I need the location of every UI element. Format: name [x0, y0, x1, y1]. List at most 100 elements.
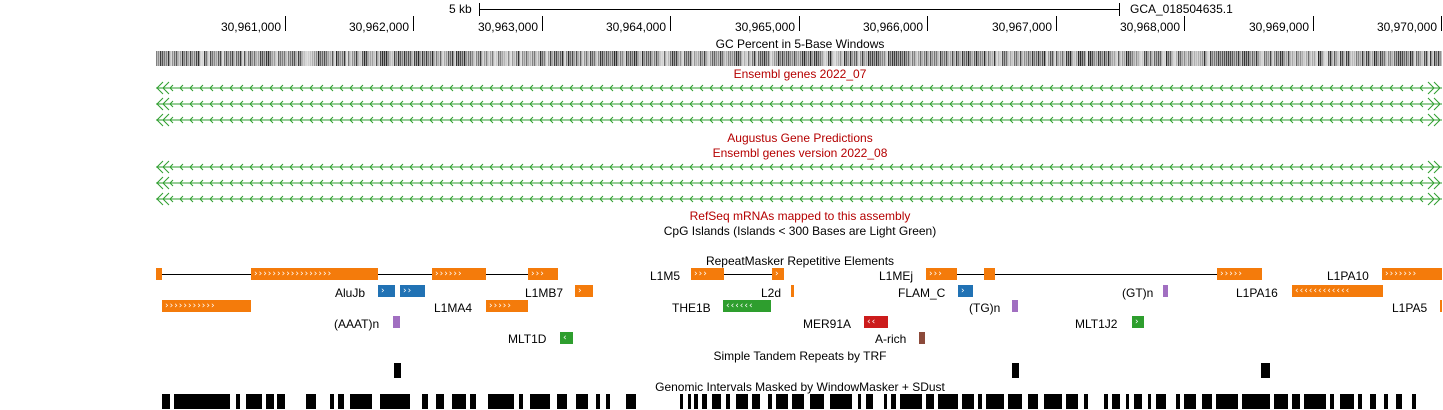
repeat-l1[interactable]: ››››››››››››››››› — [251, 268, 378, 280]
masked-interval[interactable] — [519, 394, 523, 409]
repeat-l1-fragment[interactable] — [156, 268, 162, 280]
masked-interval[interactable] — [1340, 394, 1354, 409]
label-gt-n[interactable]: (GT)n — [1122, 286, 1154, 300]
masked-interval[interactable] — [306, 394, 316, 409]
repeat-tg-n[interactable] — [1012, 300, 1018, 312]
repeat-l1m5[interactable]: ››› — [691, 268, 724, 280]
repeat-l1pa10[interactable]: ››››››› — [1382, 268, 1442, 280]
repeat-l1[interactable]: ››››››››››› — [162, 300, 251, 312]
masked-interval[interactable] — [694, 394, 698, 409]
repeat-l1mej[interactable]: ››› — [926, 268, 957, 280]
masked-interval[interactable] — [1184, 394, 1196, 409]
masked-interval[interactable] — [277, 394, 285, 409]
masked-interval[interactable] — [162, 394, 170, 409]
masked-interval[interactable] — [810, 394, 824, 409]
label-l2d[interactable]: L2d — [761, 286, 782, 300]
masked-interval[interactable] — [900, 394, 922, 409]
repeat-l1mej[interactable] — [984, 268, 995, 280]
masked-interval[interactable] — [891, 394, 896, 409]
label-alujb[interactable]: AluJb — [335, 286, 366, 300]
masked-interval[interactable] — [792, 394, 804, 409]
masked-interval[interactable] — [1370, 394, 1376, 409]
masked-interval[interactable] — [1104, 394, 1108, 409]
masked-interval[interactable] — [680, 394, 683, 409]
repeat-aaat-n[interactable] — [393, 316, 400, 328]
masked-interval[interactable] — [752, 394, 760, 409]
masked-interval[interactable] — [246, 394, 262, 409]
masked-interval[interactable] — [606, 394, 610, 409]
masked-interval[interactable] — [1156, 394, 1166, 409]
repeatmasker-title[interactable]: RepeatMasker Repetitive Elements — [705, 254, 895, 268]
tandem-repeat[interactable] — [1261, 363, 1270, 378]
repeat-l1[interactable]: ›››››› — [432, 268, 486, 280]
label-l1pa10[interactable]: L1PA10 — [1327, 269, 1369, 283]
label-mer91a[interactable]: MER91A — [803, 317, 852, 331]
masked-interval[interactable] — [926, 394, 934, 409]
masked-interval[interactable] — [1396, 394, 1402, 409]
masked-interval[interactable] — [436, 394, 444, 409]
masked-interval[interactable] — [768, 394, 772, 409]
repeat-l2d[interactable] — [791, 285, 794, 297]
masked-interval[interactable] — [962, 394, 974, 409]
repeat-mlt1j2[interactable]: › — [1132, 316, 1144, 328]
repeat-l1pa16[interactable]: ‹‹‹‹‹‹‹‹‹‹‹‹ — [1292, 285, 1383, 297]
masked-interval[interactable] — [174, 394, 230, 409]
masked-interval[interactable] — [1412, 394, 1416, 409]
masked-interval[interactable] — [986, 394, 1004, 409]
augustus-title[interactable]: Augustus Gene Predictions — [727, 131, 873, 145]
masked-interval[interactable] — [1330, 394, 1334, 409]
masked-interval[interactable] — [338, 394, 344, 409]
label-a-rich[interactable]: A-rich — [875, 332, 907, 346]
masked-interval[interactable] — [858, 394, 861, 409]
masked-interval[interactable] — [1044, 394, 1062, 409]
masked-interval[interactable] — [830, 394, 852, 409]
repeat-flam-c[interactable]: › — [958, 285, 973, 297]
repeat-gt-n[interactable] — [1163, 285, 1168, 297]
masked-interval[interactable] — [1176, 394, 1180, 409]
masked-interval[interactable] — [1028, 394, 1038, 409]
masked-interval[interactable] — [884, 394, 887, 409]
label-the1b[interactable]: THE1B — [672, 301, 711, 315]
masked-interval[interactable] — [712, 394, 721, 409]
tandem-repeat[interactable] — [394, 363, 401, 378]
masked-interval[interactable] — [736, 394, 748, 409]
label-l1ma4[interactable]: L1MA4 — [434, 301, 473, 315]
masked-interval[interactable] — [702, 394, 707, 409]
repeat-l1pa5[interactable] — [1440, 300, 1442, 312]
masked-interval[interactable] — [266, 394, 274, 409]
masked-interval[interactable] — [1112, 394, 1120, 409]
masked-interval[interactable] — [688, 394, 691, 409]
masked-interval[interactable] — [1148, 394, 1151, 409]
repeat-mer91a[interactable]: ‹‹ — [864, 316, 888, 328]
repeat-alujb[interactable]: › — [378, 285, 395, 297]
label-l1m5[interactable]: L1M5 — [650, 269, 681, 283]
label-flam-c[interactable]: FLAM_C — [898, 286, 946, 300]
masked-interval[interactable] — [1134, 394, 1142, 409]
masked-interval[interactable] — [1274, 394, 1288, 409]
masked-interval[interactable] — [330, 394, 334, 409]
masked-interval[interactable] — [1126, 394, 1129, 409]
masked-interval[interactable] — [576, 394, 588, 409]
trf-title[interactable]: Simple Tandem Repeats by TRF — [713, 349, 887, 363]
refseq-title[interactable]: RefSeq mRNAs mapped to this assembly — [689, 209, 911, 223]
masked-interval[interactable] — [1216, 394, 1238, 409]
masked-interval[interactable] — [1008, 394, 1022, 409]
masked-interval[interactable] — [1384, 394, 1388, 409]
tandem-repeat[interactable] — [1012, 363, 1019, 378]
label-tg-n[interactable]: (TG)n — [969, 301, 1001, 315]
repeat-a-rich[interactable] — [919, 332, 925, 344]
masked-interval[interactable] — [1066, 394, 1078, 409]
ensembl-2022-07-title[interactable]: Ensembl genes 2022_07 — [733, 67, 867, 81]
masked-interval[interactable] — [1304, 394, 1326, 409]
label-l1mej[interactable]: L1MEj — [879, 269, 914, 283]
masked-interval[interactable] — [938, 394, 958, 409]
masked-interval[interactable] — [452, 394, 466, 409]
masked-interval[interactable] — [776, 394, 788, 409]
masked-interval[interactable] — [1084, 394, 1088, 409]
masked-interval[interactable] — [530, 394, 550, 409]
label-l1pa5[interactable]: L1PA5 — [1392, 301, 1428, 315]
masked-interval[interactable] — [626, 394, 636, 409]
repeat-l1ma4[interactable]: ››››› — [486, 300, 528, 312]
